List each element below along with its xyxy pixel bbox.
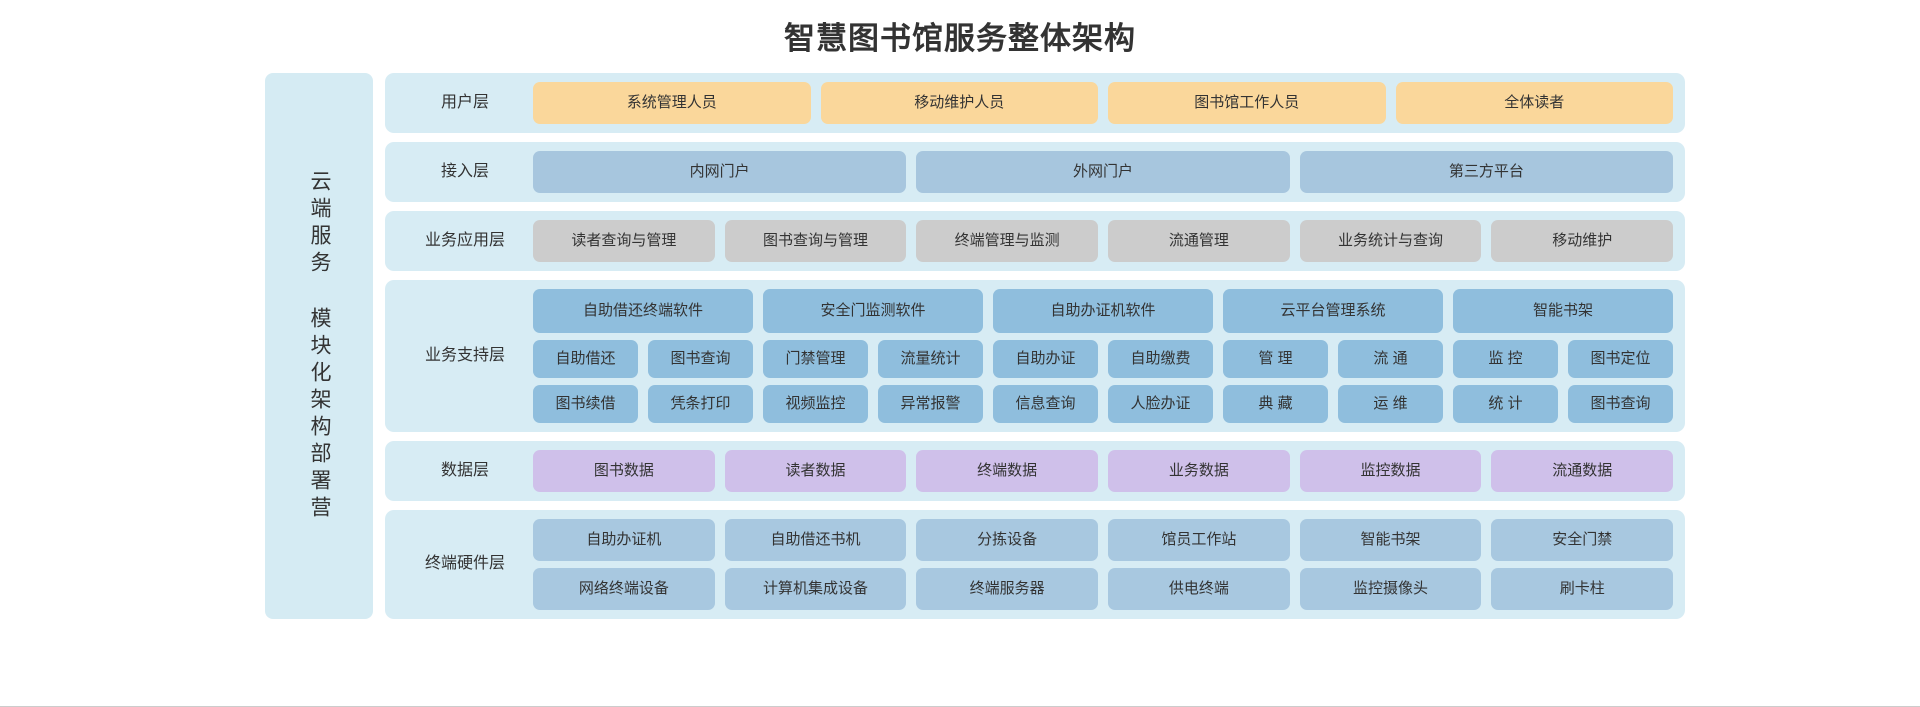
- layer-row: 网络终端设备计算机集成设备终端服务器供电终端监控摄像头刷卡柱: [533, 568, 1674, 611]
- node-cell[interactable]: 自助缴费: [1108, 340, 1213, 379]
- node-cell[interactable]: 异常报警: [878, 385, 983, 424]
- node-cell[interactable]: 图书查询与管理: [724, 220, 907, 263]
- layer-终端硬件层: 终端硬件层自助办证机自助借还书机分拣设备馆员工作站智能书架安全门禁网络终端设备计…: [385, 510, 1685, 620]
- node-cell[interactable]: 流 通: [1338, 340, 1443, 379]
- layer-row: 系统管理人员移动维护人员图书馆工作人员全体读者: [533, 82, 1673, 125]
- layer-row: 内网门户外网门户第三方平台: [533, 151, 1673, 194]
- node-cell[interactable]: 自助借还书机: [724, 519, 907, 562]
- node-cell[interactable]: 典 藏: [1223, 385, 1328, 424]
- layer-row: 自助借还终端软件安全门监测软件自助办证机软件云平台管理系统智能书架: [533, 289, 1673, 334]
- layer-label: 接入层: [440, 162, 489, 180]
- node-cell[interactable]: 终端管理与监测: [916, 220, 1099, 263]
- node-cell[interactable]: 馆员工作站: [1108, 519, 1290, 562]
- node-cell[interactable]: 分拣设备: [916, 519, 1099, 562]
- node-cell[interactable]: 自助借还: [533, 340, 638, 379]
- node-cell[interactable]: 流量统计: [878, 340, 983, 379]
- node-cell[interactable]: 信息查询: [993, 385, 1098, 424]
- layer-数据层: 数据层 图书数据读者数据终端数据业务数据监控数据流通数据: [385, 441, 1685, 502]
- layer-label: 终端硬件层: [424, 555, 505, 573]
- node-cell[interactable]: 智能书架: [1453, 289, 1673, 334]
- node-cell[interactable]: 智能书架: [1299, 519, 1482, 562]
- node-cell[interactable]: 安全门禁: [1491, 519, 1674, 562]
- node-cell[interactable]: 业务数据: [1108, 450, 1290, 493]
- node-cell[interactable]: 刷卡柱: [1491, 568, 1674, 611]
- layer-stack: 用户层 系统管理人员移动维护人员图书馆工作人员全体读者接入层 内网门户外网门户第三方…: [385, 73, 1685, 620]
- node-cell[interactable]: 图书查询: [648, 340, 753, 379]
- node-cell[interactable]: 云平台管理系统: [1223, 289, 1443, 334]
- node-cell[interactable]: 读者数据: [724, 450, 907, 493]
- node-cell[interactable]: 图书馆工作人员: [1108, 82, 1386, 125]
- node-cell[interactable]: 自助办证机: [533, 519, 715, 562]
- node-cell[interactable]: 自助借还终端软件: [533, 289, 753, 334]
- layer-body: 内网门户外网门户第三方平台: [533, 151, 1673, 194]
- node-cell[interactable]: 流通管理: [1108, 220, 1290, 263]
- bottom-strip: [0, 689, 1920, 707]
- node-cell[interactable]: 管 理: [1223, 340, 1328, 379]
- node-cell[interactable]: 全体读者: [1395, 82, 1673, 125]
- node-cell[interactable]: 监 控: [1453, 340, 1558, 379]
- node-cell[interactable]: 计算机集成设备: [724, 568, 907, 611]
- node-cell[interactable]: 第三方平台: [1299, 151, 1673, 194]
- layer-用户层: 用户层 系统管理人员移动维护人员图书馆工作人员全体读者: [385, 73, 1685, 134]
- layer-body: 图书数据读者数据终端数据业务数据监控数据流通数据: [533, 450, 1674, 493]
- layer-业务支持层: 业务支持层自助借还终端软件安全门监测软件自助办证机软件云平台管理系统智能书架自助…: [385, 280, 1685, 433]
- node-cell[interactable]: 凭条打印: [648, 385, 753, 424]
- node-cell[interactable]: 终端数据: [916, 450, 1099, 493]
- node-cell[interactable]: 人脸办证: [1108, 385, 1213, 424]
- node-cell[interactable]: 图书数据: [533, 450, 715, 493]
- node-cell[interactable]: 视频监控: [763, 385, 868, 424]
- node-cell[interactable]: 读者查询与管理: [533, 220, 715, 263]
- node-cell[interactable]: 图书查询: [1568, 385, 1673, 424]
- layer-row: 图书续借凭条打印视频监控异常报警信息查询人脸办证典 藏运 维统 计图书查询: [533, 385, 1673, 424]
- node-cell[interactable]: 自助办证机软件: [993, 289, 1213, 334]
- layer-接入层: 接入层 内网门户外网门户第三方平台: [385, 142, 1685, 203]
- layer-row: 读者查询与管理图书查询与管理终端管理与监测流通管理业务统计与查询移动维护: [533, 220, 1674, 263]
- node-cell[interactable]: 移动维护人员: [820, 82, 1098, 125]
- node-cell[interactable]: 外网门户: [916, 151, 1290, 194]
- cloud-service-label: 云端服务 模块化架构部署营: [308, 169, 332, 523]
- layer-row: 图书数据读者数据终端数据业务数据监控数据流通数据: [533, 450, 1674, 493]
- node-cell[interactable]: 流通数据: [1491, 450, 1674, 493]
- node-cell[interactable]: 系统管理人员: [533, 82, 811, 125]
- node-cell[interactable]: 安全门监测软件: [763, 289, 983, 334]
- layer-业务应用层: 业务应用层 读者查询与管理图书查询与管理终端管理与监测流通管理业务统计与查询移动维…: [385, 211, 1685, 272]
- node-cell[interactable]: 运 维: [1338, 385, 1443, 424]
- layer-row: 自助借还图书查询门禁管理流量统计自助办证自助缴费管 理流 通监 控图书定位: [533, 340, 1673, 379]
- layer-body: 自助借还终端软件安全门监测软件自助办证机软件云平台管理系统智能书架自助借还图书查…: [533, 289, 1673, 424]
- node-cell[interactable]: 供电终端: [1108, 568, 1290, 611]
- layer-row: 自助办证机自助借还书机分拣设备馆员工作站智能书架安全门禁: [533, 519, 1674, 562]
- node-cell[interactable]: 内网门户: [533, 151, 907, 194]
- node-cell[interactable]: 门禁管理: [763, 340, 868, 379]
- node-cell[interactable]: 图书续借: [533, 385, 638, 424]
- cloud-service-sidebar: 云端服务 模块化架构部署营: [265, 73, 373, 620]
- node-cell[interactable]: 终端服务器: [916, 568, 1099, 611]
- node-cell[interactable]: 移动维护: [1491, 220, 1674, 263]
- layer-label: 业务支持层: [424, 346, 505, 364]
- page-title: 智慧图书馆服务整体架构: [784, 21, 1136, 56]
- node-cell[interactable]: 业务统计与查询: [1299, 220, 1482, 263]
- layer-label: 数据层: [440, 461, 489, 479]
- layer-body: 自助办证机自助借还书机分拣设备馆员工作站智能书架安全门禁网络终端设备计算机集成设…: [533, 519, 1674, 611]
- node-cell[interactable]: 统 计: [1453, 385, 1558, 424]
- layer-label: 用户层: [440, 93, 489, 111]
- node-cell[interactable]: 网络终端设备: [533, 568, 715, 611]
- diagram-container: 云端服务 模块化架构部署营 用户层 系统管理人员移动维护人员图书馆工作人员全体读者…: [265, 73, 1685, 620]
- layer-body: 系统管理人员移动维护人员图书馆工作人员全体读者: [533, 82, 1673, 125]
- node-cell[interactable]: 监控数据: [1299, 450, 1482, 493]
- layer-label: 业务应用层: [424, 231, 505, 249]
- node-cell[interactable]: 图书定位: [1568, 340, 1673, 379]
- layer-body: 读者查询与管理图书查询与管理终端管理与监测流通管理业务统计与查询移动维护: [533, 220, 1674, 263]
- node-cell[interactable]: 自助办证: [993, 340, 1098, 379]
- node-cell[interactable]: 监控摄像头: [1299, 568, 1482, 611]
